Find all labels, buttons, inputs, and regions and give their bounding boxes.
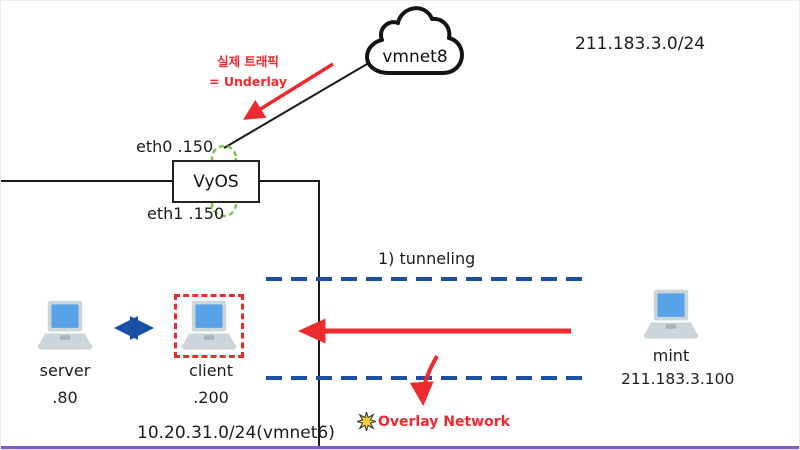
starburst-icon (357, 412, 376, 431)
eth1-label: eth1 .150 (147, 204, 225, 223)
mint-addr-label: 211.183.3.100 (621, 370, 735, 388)
cloud-router-link (223, 56, 380, 149)
mint-laptop-icon (642, 289, 700, 343)
tunnel-label: 1) tunneling (378, 249, 476, 268)
cloud-icon (365, 6, 464, 75)
cloud-label: vmnet8 (382, 47, 448, 67)
bottom-accent-line (1, 446, 799, 449)
client-laptop-icon (180, 300, 238, 354)
server-addr-label: .80 (52, 388, 78, 407)
client-highlight-box (174, 294, 244, 358)
mint-name-label: mint (652, 346, 690, 365)
underlay-arrow (243, 62, 334, 120)
underlay-note-line1: 실제 트래픽 (217, 54, 279, 69)
vyos-router-box: VyOS (172, 160, 260, 203)
client-name-label: client (189, 361, 233, 380)
client-addr-label: .200 (193, 388, 229, 407)
eth0-label: eth0 .150 (136, 137, 214, 156)
server-laptop-icon (36, 300, 94, 354)
lan-subnet-label: 10.20.31.0/24(vmnet6) (137, 423, 335, 443)
wan-subnet-label: 211.183.3.0/24 (575, 34, 706, 54)
router-right-line (260, 180, 320, 448)
underlay-note: 실제 트래픽 = Underlay (204, 52, 292, 92)
underlay-note-line2: = Underlay (209, 74, 287, 89)
overlay-pointer-arrow (409, 355, 439, 406)
vyos-label: VyOS (193, 171, 239, 192)
server-name-label: server (39, 361, 91, 380)
overlay-network-note: Overlay Network (357, 412, 510, 431)
overlay-network-label: Overlay Network (378, 413, 510, 430)
vmnet8-cloud: vmnet8 (359, 5, 471, 87)
eth1-port-circle (210, 190, 238, 218)
